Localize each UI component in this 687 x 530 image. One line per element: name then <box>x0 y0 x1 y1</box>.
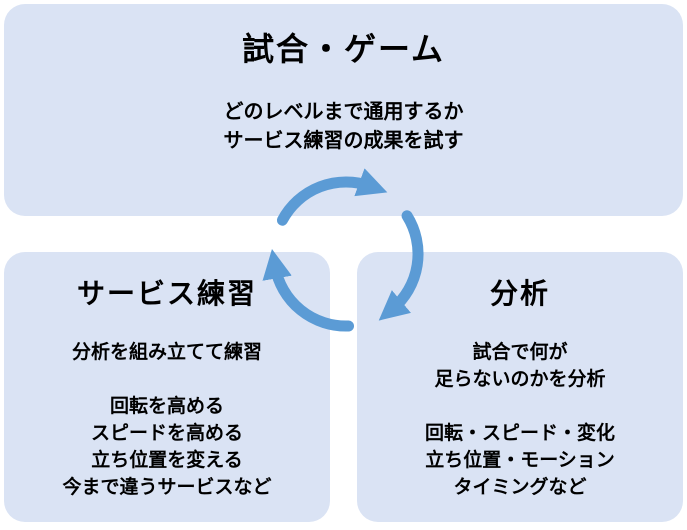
text-line: 立ち位置を変える <box>91 450 243 471</box>
box-service-practice-body: 分析を組み立てて練習 回転を高める スピードを高める 立ち位置を変える 今まで違… <box>4 339 330 501</box>
text-line <box>357 393 683 420</box>
text-line: 分析を組み立てて練習 <box>71 342 262 363</box>
text-line <box>4 366 330 393</box>
box-service-practice-title: サービス練習 <box>76 278 257 309</box>
box-analysis: 分析 試合で何が 足らないのかを分析 回転・スピード・変化 立ち位置・モーション… <box>357 252 683 522</box>
cycle-arrow-icon <box>262 168 424 332</box>
cycle-arc-right <box>378 210 424 321</box>
text-line: サービス練習の成果を試す <box>223 130 464 152</box>
text-line: 回転を高める <box>109 396 224 417</box>
text-line: 立ち位置・モーション <box>425 450 615 471</box>
box-match-game-title: 試合・ゲーム <box>241 31 446 67</box>
text-line: どのレベルまで通用するか <box>223 101 464 123</box>
text-line: 足らないのかを分析 <box>434 369 606 390</box>
text-line: 試合で何が <box>472 342 568 363</box>
text-line: タイミングなど <box>453 477 587 498</box>
box-analysis-title: 分析 <box>489 278 550 309</box>
box-analysis-body: 試合で何が 足らないのかを分析 回転・スピード・変化 立ち位置・モーション タイ… <box>357 339 683 501</box>
box-service-practice: サービス練習 分析を組み立てて練習 回転を高める スピードを高める 立ち位置を変… <box>4 252 330 522</box>
cycle-arc-top <box>276 168 388 226</box>
box-match-game-body: どのレベルまで通用するか サービス練習の成果を試す <box>4 98 683 156</box>
text-line: 今まで違うサービスなど <box>62 477 272 498</box>
text-line: スピードを高める <box>90 423 243 444</box>
text-line: 回転・スピード・変化 <box>424 423 615 444</box>
cycle-arc-left <box>262 248 355 332</box>
